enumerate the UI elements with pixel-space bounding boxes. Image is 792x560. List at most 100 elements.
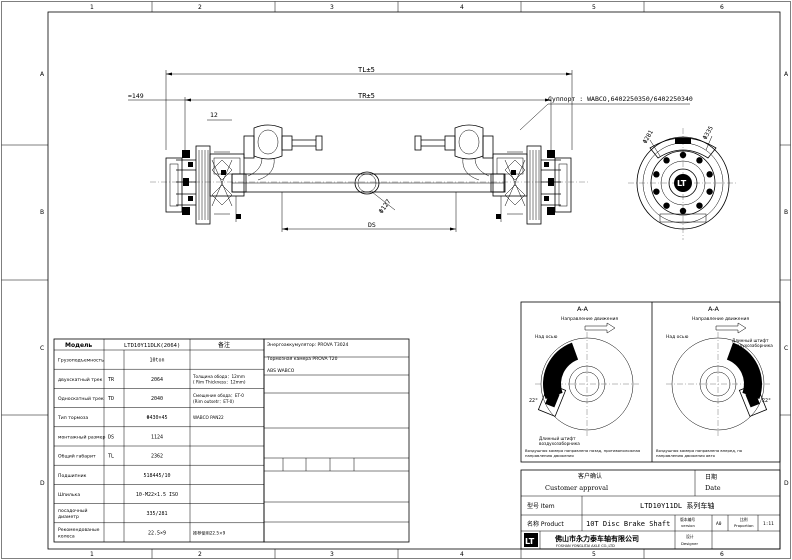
spec-table: Модель LTD10Y11DLK(2064) 备注 Грузоподъемн… (53, 338, 265, 543)
spec-row-value: 335/281 (146, 511, 167, 517)
caliper-section (543, 342, 579, 400)
col-number: 3 (330, 4, 334, 11)
wheel-stud (679, 151, 687, 159)
company-name-en: FOSHAN YONGLITAI AXLE CO.,LTD (556, 544, 615, 548)
col-number: 1 (90, 551, 94, 558)
spec-row-label: Общий габарит (58, 453, 96, 460)
spec-header-value: LTD10Y11DLK(2064) (124, 343, 180, 349)
col-number: 2 (198, 4, 202, 11)
caliper-section (726, 342, 763, 400)
spec-row-note: WABCO PAN22 (193, 415, 224, 420)
wheel-stud (653, 171, 660, 178)
row-letter: B (40, 209, 44, 216)
proportion-cn: 比例 (740, 517, 748, 522)
spec-row-value: 2040 (151, 396, 163, 402)
wheel-stud (653, 188, 660, 195)
item-value: LTD10Y11DL 系列车轴 (640, 501, 714, 510)
row-letter: A (784, 71, 789, 78)
col-number: 2 (198, 551, 202, 558)
support-label: Суппорт : WABCO,6402250350/6402250340 (548, 95, 693, 103)
brake-chamber-section (537, 383, 567, 417)
wheel-stud (679, 207, 687, 215)
col-number: 6 (720, 4, 724, 11)
spec-row-value: 2064 (151, 377, 163, 383)
notes-table: Энергоаккумулятор: PROVA T3024 Тормозная… (263, 338, 410, 543)
proportion-value: 1:11 (763, 521, 774, 527)
dim-tr-label: TR±5 (358, 92, 375, 100)
direction-arrow-icon (715, 322, 747, 334)
dim-281-label: Φ281 (642, 129, 655, 145)
direction-label: Направление движения (561, 316, 618, 322)
angle-label: 22° (762, 398, 771, 404)
spec-row-label: монтажный размер (58, 433, 105, 440)
section-title: A-A (708, 305, 720, 313)
left-brake-assembly (165, 124, 323, 225)
direction-label: Направление движения (692, 316, 749, 322)
spec-row-value: 10ton (149, 358, 164, 364)
date-cn: 日期 (705, 473, 717, 481)
version-cn: 版本编号 (680, 517, 695, 522)
spec-row-note: Смещение обода：ET-0(Rim outsetr：ET-0) (193, 393, 244, 404)
company-logo-icon (524, 533, 538, 547)
spec-row-code: DS (108, 434, 114, 440)
wheel-studs (653, 151, 713, 215)
dim-12-label: 12 (210, 111, 218, 119)
dim-tl-label: TL±5 (358, 66, 375, 74)
wheel-stud (696, 202, 703, 209)
date-en: Date (705, 484, 721, 492)
wheel-stud (706, 188, 713, 195)
spec-row-code: TD (108, 396, 114, 402)
spec-header-model: Модель (65, 342, 92, 349)
row-letter: D (40, 480, 45, 487)
col-number: 4 (460, 4, 464, 11)
spec-row-value: 1124 (151, 434, 163, 440)
row-letter: D (784, 480, 789, 487)
right-brake-assembly (414, 124, 572, 225)
dim-ds-label: DS (368, 221, 376, 229)
direction-arrow-icon (584, 322, 616, 334)
row-letter: C (784, 345, 788, 352)
designer-cn: 设计 (686, 534, 694, 539)
col-number: 1 (90, 4, 94, 11)
row-letter: A (40, 71, 45, 78)
title-block: 客户确认 Customer approval 日期 Date 型号 Item L… (520, 469, 781, 550)
axle-front-view: TL±5 TR±5 ≈149 12 Φ127 DS (128, 66, 693, 232)
col-number: 6 (720, 551, 724, 558)
hub-side-view: LT Φ281 Φ335 (628, 125, 738, 240)
dim-335-label: Φ335 (702, 125, 715, 141)
hub-label: Над осью (535, 334, 558, 340)
spec-row-value: 22.5×9 (148, 530, 166, 536)
row-letter: B (784, 209, 788, 216)
section-title: A-A (577, 305, 589, 313)
col-number: 5 (592, 4, 596, 11)
dimension-tr: TR±5 ≈149 (128, 92, 552, 150)
col-number: 3 (330, 551, 334, 558)
hub-label: Над осью (666, 334, 689, 340)
spec-row-value: 2362 (151, 454, 163, 460)
dim-149-label: ≈149 (128, 92, 144, 100)
spec-row-label: Шпилька (58, 492, 80, 498)
proportion-en: Proportion (734, 523, 754, 528)
spec-row-code: TR (108, 377, 115, 383)
spec-row-value: 10-M22×1.5 ISO (136, 492, 178, 498)
spec-row-label: Грузоподъемность (58, 358, 104, 364)
note-row: ABS WABCO (267, 368, 295, 374)
company-name-cn: 佛山市永力泰车轴有限公司 (554, 534, 639, 543)
wheel-stud (706, 171, 713, 178)
wheel-stud (696, 157, 703, 164)
col-number: 5 (592, 551, 596, 558)
col-number: 4 (460, 551, 464, 558)
spec-row-label: Тип тормоза (57, 415, 88, 421)
spec-row-code: TL (108, 454, 114, 460)
customer-approval-cn: 客户确认 (578, 472, 602, 480)
customer-approval-en: Customer approval (545, 484, 608, 492)
